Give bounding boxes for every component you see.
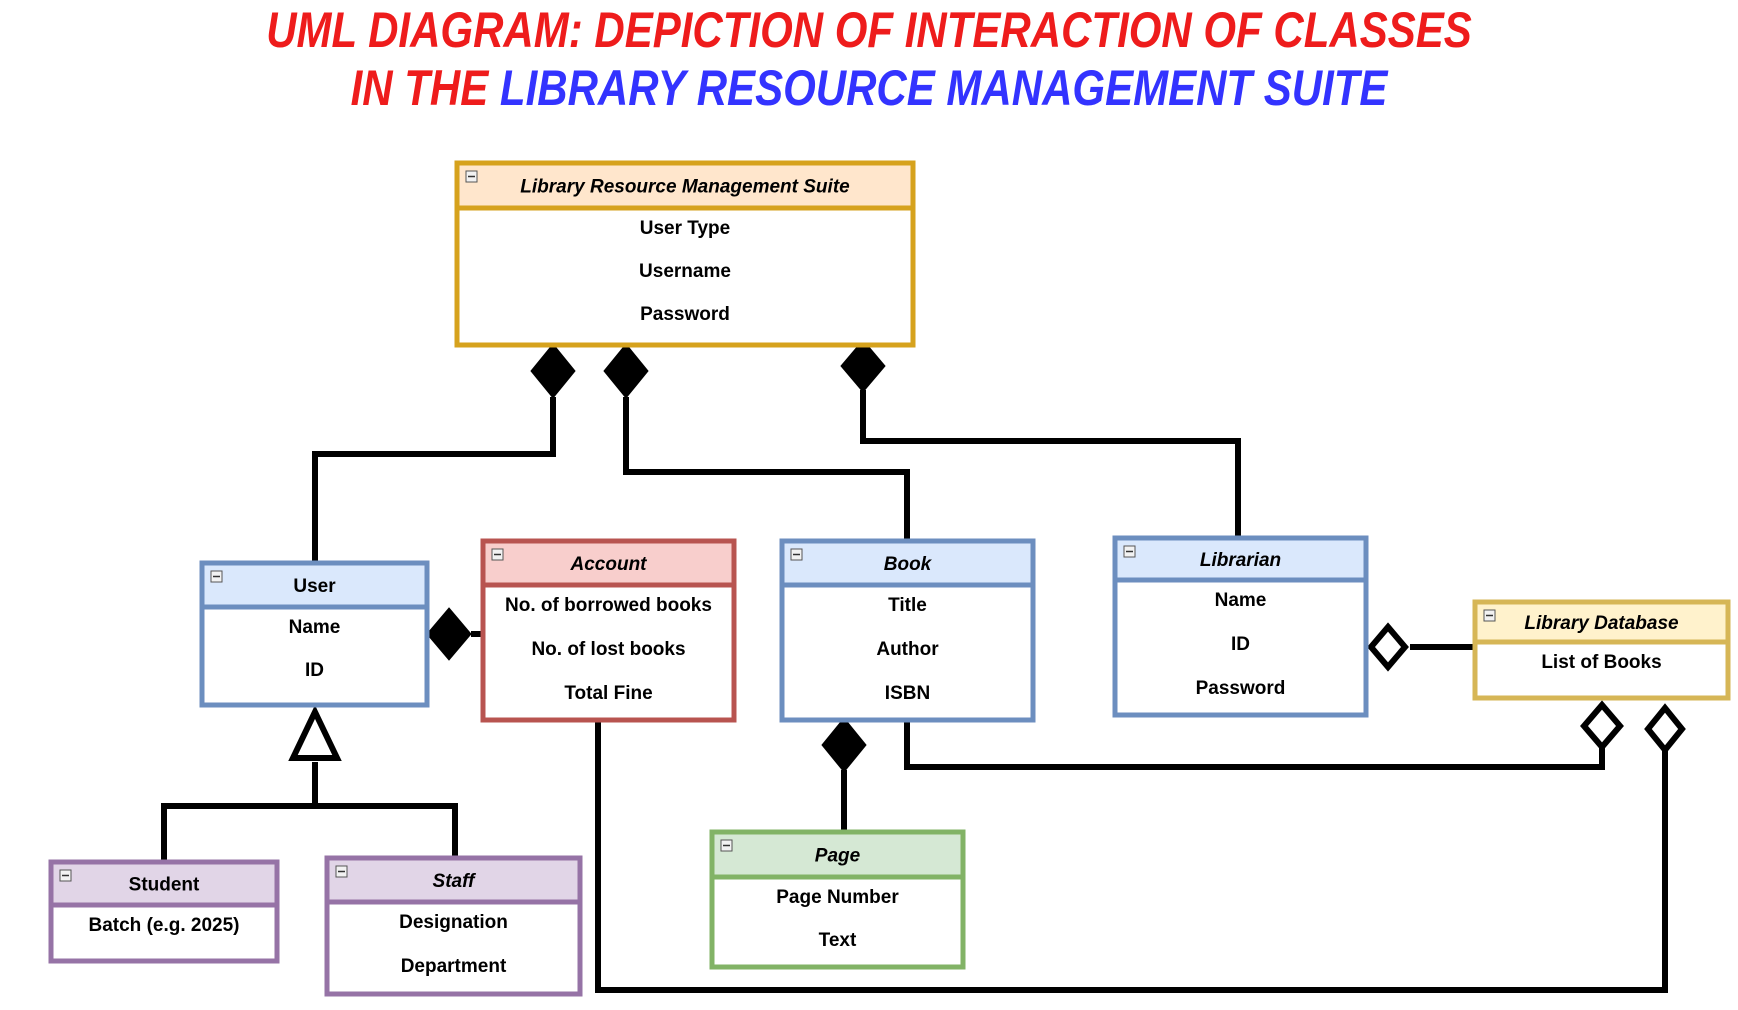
class-name: Librarian [1200,550,1281,571]
composition-diamond-lrms-user [530,343,576,399]
class-header [779,538,1036,588]
class-attribute: Password [1196,678,1286,699]
collapse-icon[interactable] [720,839,733,852]
class-header [480,538,737,588]
composition-lrms-book-line [623,397,910,541]
collapse-icon[interactable] [1123,545,1136,558]
class-name: User [293,576,336,597]
class-attribute: Text [819,930,857,951]
class-name: Book [884,554,933,575]
composition-diamond-lrms-book [603,343,649,399]
title-line-2-suite-name: LIBRARY RESOURCE MANAGEMENT SUITE [499,60,1388,116]
composition-lrms-librarian-line [860,390,1241,538]
class-header [454,160,916,211]
collapse-icon[interactable] [59,869,72,882]
title-line-2-prefix: IN THE [350,60,500,116]
collapse-icon[interactable] [790,548,803,561]
class-header [1112,535,1369,583]
class-header [199,560,430,610]
class-attribute: List of Books [1541,652,1661,673]
class-attribute: User Type [640,218,730,239]
class-header [1472,599,1731,645]
class-attribute: Name [289,617,341,638]
class-header [48,859,280,908]
class-name: Library Database [1524,613,1679,634]
generalization-student-line [161,803,458,862]
class-name: Account [570,554,648,575]
class-name: Library Resource Management Suite [520,177,850,198]
class-name: Page [815,846,861,867]
aggregation-diamond-libdb-account [1644,703,1686,755]
class-attribute: ISBN [885,683,930,704]
class-name: Staff [433,871,477,892]
composition-diamond-book-page [821,717,867,773]
class-attribute: Batch (e.g. 2025) [89,915,240,936]
class-name: Student [129,875,200,896]
title-line-1: UML DIAGRAM: DEPICTION OF INTERACTION OF… [139,2,1599,60]
title-line-1-text: UML DIAGRAM: DEPICTION OF INTERACTION OF… [266,2,1472,58]
class-attribute: ID [305,660,324,681]
collapse-icon[interactable] [491,548,504,561]
collapse-icon[interactable] [210,570,223,583]
class-attribute: Username [639,261,731,282]
collapse-icon[interactable] [1483,609,1496,622]
class-attribute: Total Fine [564,683,652,704]
aggregation-diamond-libdb-book [1580,700,1624,752]
composition-diamond-user-account [426,607,472,661]
aggregation-libdb-book-line [904,720,1605,770]
collapse-icon[interactable] [335,865,348,878]
class-header [324,855,583,905]
generalization-arrow-user [288,705,342,761]
composition-lrms-user-line [312,397,556,563]
class-attribute: No. of borrowed books [505,595,712,616]
composition-diamond-lrms-librarian [840,339,886,393]
aggregation-diamond-librarian-libdb [1367,622,1409,672]
class-attribute: No. of lost books [531,639,685,660]
class-attribute: Department [401,956,507,977]
class-attribute: Designation [399,912,508,933]
aggregation-libdb-account-line [595,720,1668,993]
class-attribute: Name [1215,590,1267,611]
class-attribute: ID [1231,634,1250,655]
title-line-2: IN THE LIBRARY RESOURCE MANAGEMENT SUITE [139,60,1599,118]
class-attribute: Password [640,304,730,325]
class-attribute: Author [876,639,939,660]
class-attribute: Page Number [776,887,899,908]
collapse-icon[interactable] [465,170,478,183]
class-header [709,829,966,880]
class-attribute: Title [888,595,927,616]
